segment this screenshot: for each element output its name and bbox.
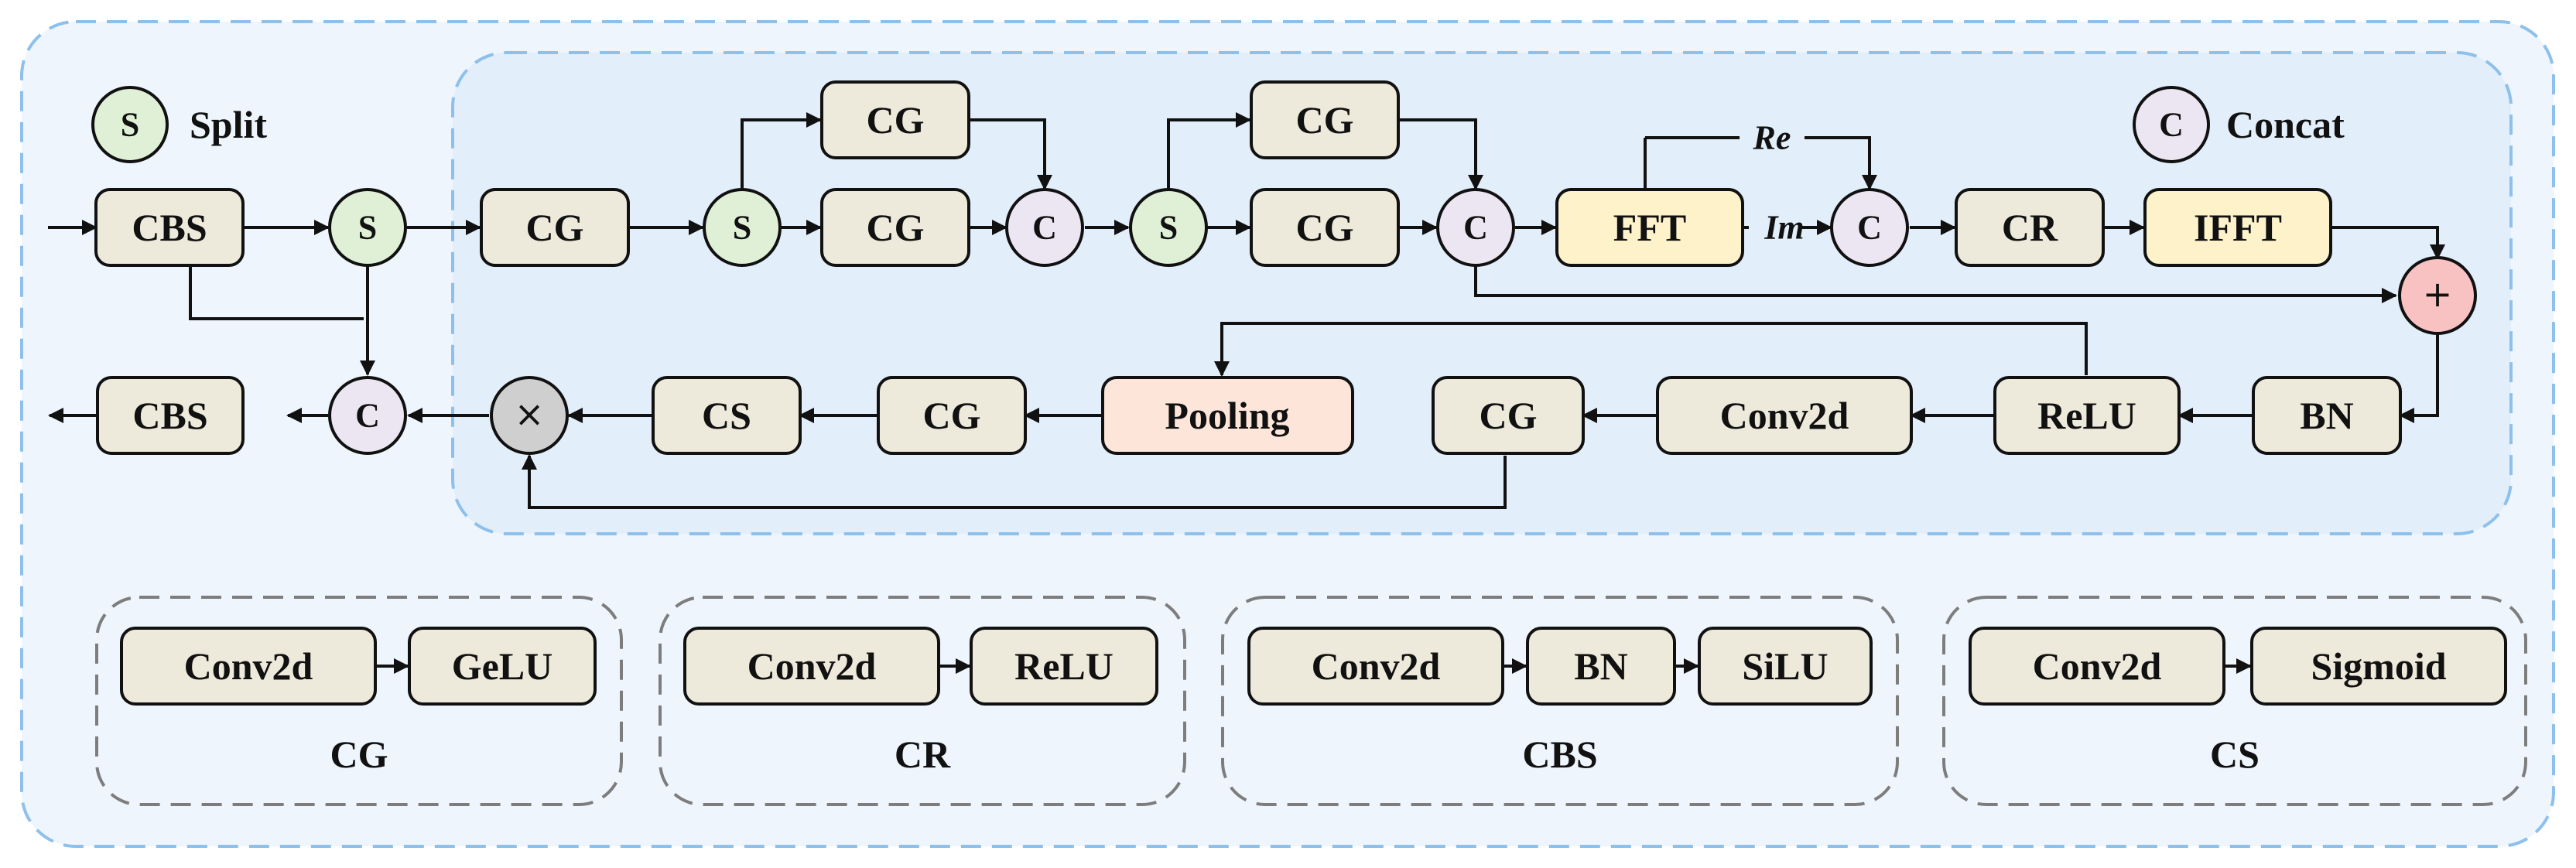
cbs-input-block: CBS [94, 188, 245, 267]
svg-text:SiLU: SiLU [1742, 644, 1828, 688]
legend-cs: Conv2d Sigmoid CS [1942, 596, 2527, 806]
split-node-3: S [1129, 188, 1208, 267]
cr-block: CR [1955, 188, 2105, 267]
legend-split: S Split [91, 86, 267, 163]
svg-text:CG: CG [867, 206, 925, 249]
svg-text:ReLU: ReLU [2037, 394, 2136, 437]
svg-text:CBS: CBS [1522, 733, 1597, 776]
svg-text:CBS: CBS [132, 206, 207, 249]
svg-text:ReLU: ReLU [1014, 644, 1114, 688]
cg-block-1: CG [480, 188, 630, 267]
svg-text:CS: CS [702, 394, 751, 437]
cg-block-5: CG [877, 376, 1027, 455]
concat-node-1: C [1005, 188, 1084, 267]
pooling-block: Pooling [1101, 376, 1354, 455]
im-label: Im [1764, 209, 1804, 247]
svg-text:C: C [1463, 209, 1488, 247]
re-label: Re [1753, 119, 1791, 157]
cg-block-2: CG [820, 188, 970, 267]
svg-text:C: C [2159, 106, 2184, 144]
legend-cr: Conv2d ReLU CR [659, 596, 1186, 806]
svg-text:FFT: FFT [1613, 206, 1686, 249]
multiply-node: × [490, 376, 569, 455]
svg-text:S: S [1159, 209, 1178, 247]
concat-node-out: C [328, 376, 407, 455]
legend-concat: C Concat [2133, 86, 2345, 163]
svg-text:BN: BN [1574, 644, 1627, 688]
svg-text:Conv2d: Conv2d [2033, 644, 2162, 688]
svg-text:BN: BN [2300, 394, 2353, 437]
svg-text:S: S [121, 106, 139, 144]
svg-text:C: C [1857, 209, 1882, 247]
svg-text:Split: Split [190, 103, 267, 146]
svg-text:CG: CG [526, 206, 584, 249]
svg-text:Conv2d: Conv2d [747, 644, 877, 688]
svg-text:CG: CG [1296, 98, 1354, 142]
add-node: + [2398, 256, 2477, 335]
svg-text:C: C [1032, 209, 1057, 247]
cs-block: CS [652, 376, 802, 455]
split-node-1: S [328, 188, 407, 267]
svg-text:C: C [355, 397, 380, 435]
svg-text:Sigmoid: Sigmoid [2311, 644, 2446, 688]
cg-block-3: CG [1250, 188, 1400, 267]
svg-text:Conv2d: Conv2d [184, 644, 313, 688]
svg-text:CS: CS [2210, 733, 2260, 776]
svg-text:CG: CG [1480, 394, 1538, 437]
cg-block-4: CG [1432, 376, 1585, 455]
svg-text:CR: CR [895, 733, 951, 776]
svg-text:CBS: CBS [132, 394, 207, 437]
svg-text:S: S [358, 209, 377, 247]
legend-cbs: Conv2d BN SiLU CBS [1221, 596, 1899, 806]
svg-text:Pooling: Pooling [1165, 394, 1289, 437]
svg-text:CG: CG [867, 98, 925, 142]
cg-block-top-2: CG [1250, 80, 1400, 159]
conv2d-block: Conv2d [1656, 376, 1913, 455]
relu-block: ReLU [1993, 376, 2181, 455]
legend-cg: Conv2d GeLU CG [95, 596, 623, 806]
svg-text:+: + [2423, 273, 2453, 315]
svg-text:CG: CG [1296, 206, 1354, 249]
svg-text:Concat: Concat [2226, 103, 2345, 146]
svg-text:CG: CG [923, 394, 981, 437]
cg-block-top-1: CG [820, 80, 970, 159]
cbs-output-block: CBS [96, 376, 245, 455]
svg-text:Conv2d: Conv2d [1720, 394, 1849, 437]
svg-text:GeLU: GeLU [452, 644, 553, 688]
bn-block: BN [2252, 376, 2402, 455]
concat-node-2: C [1436, 188, 1515, 267]
split-node-2: S [703, 188, 782, 267]
svg-text:×: × [515, 393, 545, 435]
concat-node-3: C [1830, 188, 1909, 267]
svg-text:Conv2d: Conv2d [1312, 644, 1441, 688]
svg-text:CG: CG [330, 733, 388, 776]
svg-text:CR: CR [2002, 206, 2058, 249]
svg-text:S: S [733, 209, 751, 247]
ifft-block: IFFT [2143, 188, 2332, 267]
fft-block: FFT [1555, 188, 1744, 267]
svg-text:IFFT: IFFT [2194, 206, 2282, 249]
